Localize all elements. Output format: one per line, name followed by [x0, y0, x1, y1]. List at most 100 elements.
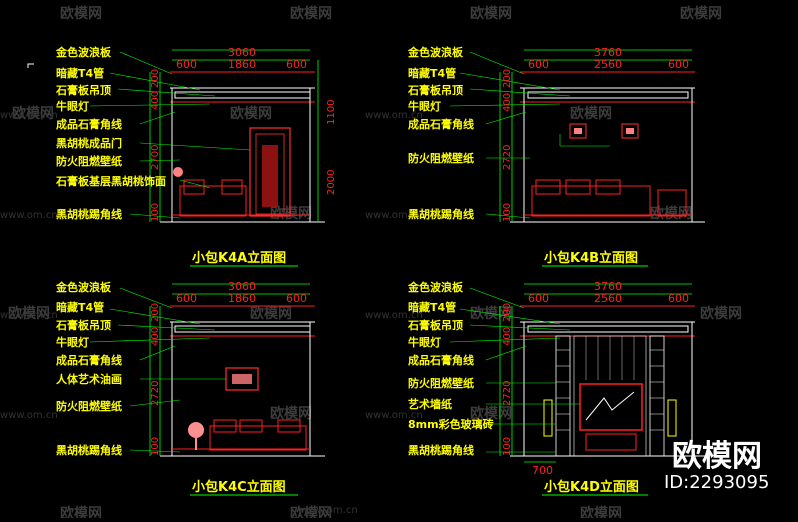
label-t4-tube: 暗藏T4管	[408, 66, 456, 80]
dim-left-a: 200	[502, 69, 513, 88]
dim-top-right: 600	[286, 292, 307, 305]
label-gypsum-ceiling: 石膏板吊顶	[55, 318, 111, 332]
label-t4-tube: 暗藏T4管	[56, 300, 104, 314]
watermark-text: 欧模网	[680, 5, 722, 22]
watermark-text: 欧模网	[270, 205, 312, 222]
elevation-panel-k4a: 金色波浪板 暗藏T4管 石膏板吊顶 牛眼灯 成品石膏角线 黑胡桃成品门 防火阻燃…	[55, 45, 337, 267]
watermark-text: 欧模网	[250, 305, 292, 322]
cursor-icon	[27, 63, 34, 68]
watermark-text: 欧模网	[470, 405, 512, 422]
watermark-text: 欧模网	[470, 5, 512, 22]
label-fireproof-wallpaper: 防火阻燃壁纸	[408, 376, 474, 390]
dim-bottom: 700	[532, 464, 553, 477]
dim-left-a: 200	[150, 69, 161, 88]
brand-watermark: 欧模网 ID:2293095	[664, 439, 769, 493]
dim-top-left: 600	[176, 58, 197, 71]
dim-left-b: 400	[502, 327, 513, 346]
dim-left-d: 100	[150, 203, 161, 222]
label-gypsum-cornice: 成品石膏角线	[408, 353, 474, 367]
dim-left-d: 100	[150, 437, 161, 456]
watermark-layer: 欧模网欧模网欧模网欧模网欧模网欧模网欧模网欧模网欧模网欧模网欧模网欧模网欧模网欧…	[0, 5, 742, 522]
dim-left-c: 2720	[502, 145, 513, 170]
brand-name: 欧模网	[672, 439, 762, 474]
dim-left-b: 400	[150, 91, 161, 110]
watermark-url: www.om.cn	[365, 110, 423, 121]
label-gypsum-ceiling: 石膏板吊顶	[407, 318, 463, 332]
label-walnut-skirting: 黑胡桃踢角线	[56, 443, 122, 457]
watermark-url: www.om.cn	[0, 410, 58, 421]
dim-top-mid: 1860	[228, 58, 256, 71]
watermark-text: 欧模网	[290, 5, 332, 22]
label-walnut-skirting: 黑胡桃踢角线	[408, 207, 474, 221]
label-fireproof-wallpaper: 防火阻燃壁纸	[408, 151, 474, 165]
watermark-url: www.om.cn	[0, 310, 58, 321]
dim-top-left: 600	[528, 292, 549, 305]
dim-left-c: 2700	[150, 145, 161, 170]
watermark-url: www.om.cn	[0, 210, 58, 221]
label-art-wallpaper: 艺术墙纸	[408, 397, 452, 411]
panel-title-k4c: 小包K4C立面图	[192, 479, 286, 495]
brand-id: ID:2293095	[664, 472, 769, 493]
dim-left-d: 100	[502, 437, 513, 456]
label-art-painting: 人体艺术油画	[56, 372, 122, 386]
watermark-text: 欧模网	[270, 405, 312, 422]
dim-left-b: 400	[502, 93, 513, 112]
watermark-url: www.om.cn	[365, 410, 423, 421]
watermark-text: 欧模网	[12, 105, 54, 122]
dim-top-total: 3060	[228, 280, 256, 293]
dim-top-right: 600	[668, 58, 689, 71]
label-t4-tube: 暗藏T4管	[408, 300, 456, 314]
label-walnut-door: 黑胡桃成品门	[56, 136, 122, 150]
dim-left-a: 200	[150, 303, 161, 322]
watermark-text: 欧模网	[60, 5, 102, 22]
watermark-url: www.om.cn	[300, 505, 358, 516]
watermark-url: www.om.cn	[0, 110, 58, 121]
elevation-panel-k4c: 金色波浪板 暗藏T4管 石膏板吊顶 牛眼灯 成品石膏角线 人体艺术油画 防火阻燃…	[55, 280, 325, 496]
dim-top-mid: 1860	[228, 292, 256, 305]
dim-top-total: 3760	[594, 46, 622, 59]
label-walnut-veneer: 石膏板基层黑胡桃饰面	[55, 174, 166, 188]
dim-right-upper: 1100	[326, 100, 337, 125]
label-gypsum-ceiling: 石膏板吊顶	[55, 83, 111, 97]
label-gypsum-cornice: 成品石膏角线	[56, 353, 122, 367]
watermark-url: www.om.cn	[365, 310, 423, 321]
watermark-text: 欧模网	[650, 205, 692, 222]
dim-top-total: 3760	[594, 280, 622, 293]
label-gold-wave-panel: 金色波浪板	[407, 45, 464, 59]
elevation-panel-k4b: 金色波浪板 暗藏T4管 石膏板吊顶 牛眼灯 成品石膏角线 防火阻燃壁纸 黑胡桃踢…	[407, 45, 705, 267]
watermark-text: 欧模网	[700, 305, 742, 322]
watermark-text: 欧模网	[8, 305, 50, 322]
dim-top-total: 3060	[228, 46, 256, 59]
watermark-text: 欧模网	[60, 505, 102, 518]
dim-right-lower: 2000	[326, 170, 337, 195]
dim-top-left: 600	[528, 58, 549, 71]
dim-top-mid: 2560	[594, 292, 622, 305]
panel-title-k4d: 小包K4D立面图	[544, 479, 639, 495]
watermark-text: 欧模网	[230, 105, 272, 122]
label-spotlight: 牛眼灯	[408, 335, 441, 349]
watermark-url: www.om.cn	[365, 210, 423, 221]
watermark-text: 欧模网	[580, 505, 622, 518]
panel-title-k4a: 小包K4A立面图	[192, 250, 286, 266]
label-spotlight: 牛眼灯	[56, 335, 89, 349]
label-walnut-skirting: 黑胡桃踢角线	[408, 443, 474, 457]
dim-left-c: 2720	[150, 381, 161, 406]
elevation-panel-k4d: 金色波浪板 暗藏T4管 石膏板吊顶 牛眼灯 成品石膏角线 防火阻燃壁纸 艺术墙纸…	[407, 280, 705, 496]
panel-title-k4b: 小包K4B立面图	[544, 250, 638, 266]
label-gypsum-cornice: 成品石膏角线	[56, 117, 122, 131]
label-fireproof-wallpaper: 防火阻燃壁纸	[56, 154, 122, 168]
dim-left-c: 2720	[502, 381, 513, 406]
label-spotlight: 牛眼灯	[56, 99, 89, 113]
label-glass-brick: 8mm彩色玻璃砖	[408, 417, 494, 431]
label-spotlight: 牛眼灯	[408, 99, 441, 113]
label-gold-wave-panel: 金色波浪板	[407, 280, 464, 294]
dim-top-left: 600	[176, 292, 197, 305]
label-gold-wave-panel: 金色波浪板	[55, 45, 112, 59]
label-gold-wave-panel: 金色波浪板	[55, 280, 112, 294]
dim-top-right: 600	[286, 58, 307, 71]
label-gypsum-ceiling: 石膏板吊顶	[407, 83, 463, 97]
label-gypsum-cornice: 成品石膏角线	[408, 117, 474, 131]
dim-left-a: 200	[502, 303, 513, 322]
